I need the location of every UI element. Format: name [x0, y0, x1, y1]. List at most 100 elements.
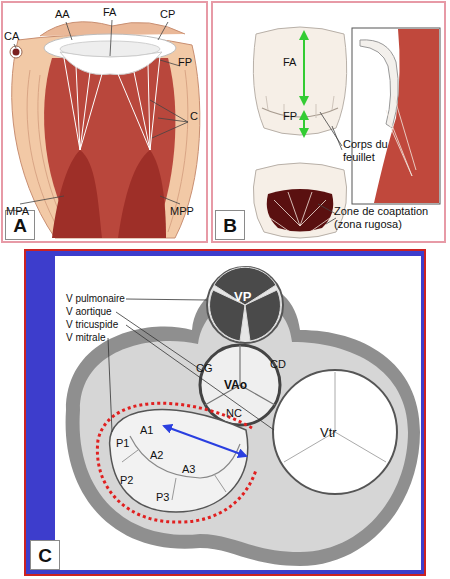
chordae	[270, 192, 330, 232]
part-label: A1	[140, 424, 153, 437]
illustration-shape	[150, 100, 188, 122]
illustration-shape	[116, 312, 204, 372]
illustration-shape	[160, 196, 180, 204]
panel-letter: A	[13, 216, 27, 235]
illustration-shape	[300, 192, 312, 226]
illustration-shape	[118, 74, 150, 150]
panel-a	[2, 2, 207, 242]
aortic-commissure	[205, 345, 275, 405]
length-arrow	[303, 32, 305, 104]
illustration-shape	[270, 218, 290, 232]
coronary-lumen	[13, 49, 20, 56]
illustration-shape	[300, 200, 326, 226]
part-label: CG	[196, 362, 213, 375]
pulmonary-cusps	[210, 267, 281, 341]
part-label: P2	[120, 474, 133, 487]
panel-frame	[25, 250, 425, 575]
part-label: C	[190, 110, 198, 123]
illustration-shape	[288, 192, 300, 226]
part-label: FP	[178, 56, 192, 69]
leaflet-fold	[266, 96, 334, 118]
part-label: P1	[116, 437, 129, 450]
illustration-shape	[108, 338, 112, 432]
part-label: P3	[156, 491, 169, 504]
illustration-shape	[126, 299, 207, 300]
illustration-shape	[64, 58, 80, 150]
illustration-shape	[76, 66, 80, 150]
illustration-shape	[394, 96, 416, 170]
part-label: FP	[283, 110, 297, 123]
part-label: NC	[226, 407, 242, 420]
panel-letter: B	[223, 216, 237, 235]
papillary-muscle	[118, 150, 166, 238]
part-label: CP	[160, 8, 175, 21]
scallop-line	[122, 450, 226, 500]
illustration-shape	[158, 118, 188, 122]
illustration-shape	[134, 72, 150, 150]
valve-atrial-view	[253, 27, 346, 135]
illustration-shape	[148, 64, 150, 150]
pulmonary-valve	[207, 267, 283, 343]
illustration-shape	[80, 74, 102, 150]
image-background	[55, 256, 421, 570]
ventricle-cavity	[44, 58, 175, 238]
part-label: AA	[55, 8, 70, 21]
illustration-shape	[160, 60, 180, 66]
illustration-shape	[274, 200, 300, 226]
chordae	[64, 56, 160, 150]
ventricle-wall	[12, 35, 200, 238]
illustration-shape	[66, 22, 72, 40]
coaptation-line	[130, 436, 240, 478]
tricuspid-valve	[273, 370, 397, 494]
leader-line	[14, 20, 188, 204]
illustration-shape	[110, 20, 112, 56]
part-label: MPP	[170, 205, 194, 218]
illustration-shape	[126, 325, 274, 430]
illustration-shape	[310, 218, 330, 232]
illustration-shape	[20, 196, 64, 204]
tricuspid-commissure	[284, 372, 386, 462]
leader-line	[108, 299, 274, 432]
illustration-shape	[318, 204, 336, 214]
illustration-shape	[152, 122, 188, 138]
part-label: FA	[103, 6, 116, 19]
illustration-shape	[80, 72, 90, 150]
part-label: Vtr	[320, 426, 337, 441]
panel-letter: C	[38, 546, 52, 565]
diameter-arrow	[164, 426, 246, 456]
part-label: V tricuspide	[66, 319, 118, 331]
part-label: A2	[150, 449, 163, 462]
illustration-shape	[14, 44, 16, 48]
panel-c	[25, 250, 425, 575]
inset-frame	[352, 28, 440, 204]
panel-frame	[212, 2, 445, 242]
part-label: CA	[4, 30, 19, 43]
panel-frame	[2, 2, 207, 242]
panel-letter-box: B	[215, 210, 245, 240]
part-label: VAo	[224, 379, 247, 393]
part-label: V aortique	[66, 306, 112, 318]
anterior-leaflet	[60, 52, 162, 75]
illustration-shape	[158, 22, 168, 40]
leaflet-section	[360, 40, 398, 128]
part-label: V mitrale	[66, 332, 105, 344]
papillary-muscle	[52, 150, 102, 238]
illustration-shape	[332, 126, 342, 150]
illustration-shape	[320, 112, 342, 146]
part-label: Zone de coaptation (zona rugosa)	[334, 205, 434, 230]
part-label: MPA	[6, 205, 29, 218]
valve-open-view	[253, 163, 346, 238]
part-label: CD	[270, 358, 286, 371]
mitral-valve	[110, 410, 248, 512]
length-arrow	[303, 112, 305, 136]
panel-b	[212, 2, 445, 242]
part-label: FA	[283, 56, 296, 69]
coaptation-line	[262, 108, 338, 117]
part-label: VP	[234, 290, 251, 305]
chordae	[386, 96, 416, 176]
part-label: Corps du feuillet	[343, 138, 399, 163]
aortic-valve	[200, 345, 280, 425]
panel-letter-box: C	[30, 540, 60, 570]
